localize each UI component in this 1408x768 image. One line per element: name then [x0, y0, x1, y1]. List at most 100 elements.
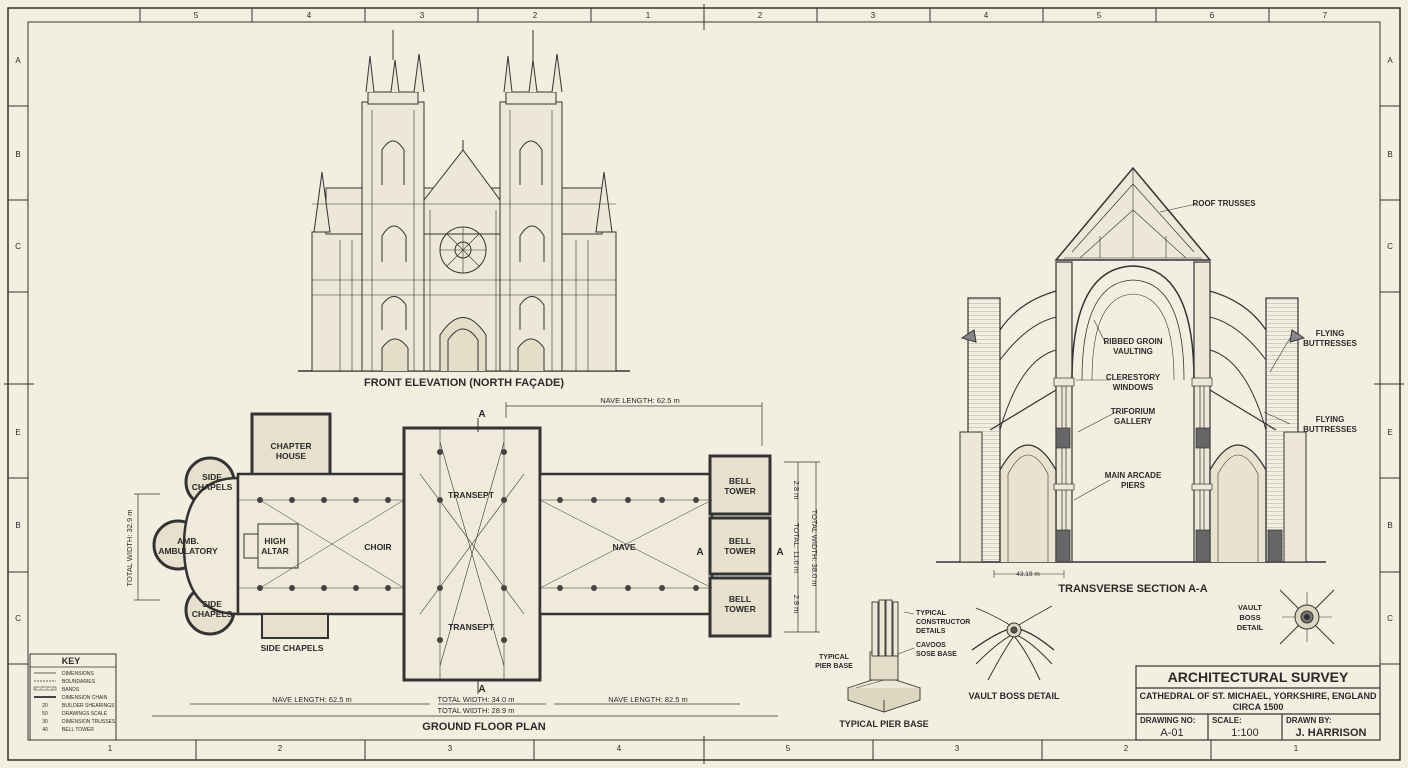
plan-labels: CHAPTER HOUSE SIDE CHAPELS AMB. AMBULATO…: [158, 409, 783, 695]
grid-right-7: C: [1387, 614, 1393, 623]
boss-label-3: DETAIL: [1237, 623, 1264, 632]
label-arcade-2: PIERS: [1121, 481, 1146, 490]
dim-total-width-2: TOTAL WIDTH: 28.9 m: [438, 706, 515, 715]
outer-border: [7, 7, 1401, 761]
drawing-no-value: A-01: [1160, 727, 1183, 739]
connector-label-3: DETAILS: [916, 628, 946, 635]
key-item-6: DRAWINGS SCALE: [62, 711, 108, 717]
section-marker-top: A: [478, 409, 485, 420]
key-item-1: DIMENSIONS: [62, 671, 94, 677]
grid-top-5: 1: [646, 11, 651, 20]
grid-left-1: A: [15, 56, 21, 65]
grid-top-10: 6: [1210, 11, 1215, 20]
nave-label: NAVE: [613, 542, 636, 552]
scale-label: SCALE:: [1212, 716, 1242, 725]
grid-right-2: B: [1387, 150, 1392, 159]
grid-top-7: 3: [871, 11, 876, 20]
label-ribbed-1: RIBBED GROIN: [1103, 337, 1162, 346]
front-elevation: [298, 30, 630, 372]
grid-bottom-6: 3: [955, 744, 960, 753]
grid-right-1: A: [1387, 56, 1393, 65]
chapter-house-label-2: HOUSE: [276, 451, 307, 461]
key-sym-6: 50: [42, 711, 48, 717]
dim-nave-bottom-left: NAVE LENGTH: 62.5 m: [272, 695, 351, 704]
grid-right-3: C: [1387, 242, 1393, 251]
grid-bottom-4: 4: [617, 744, 622, 753]
grid-top-1: 5: [194, 11, 199, 20]
bell-tower-3-label-1: BELL: [729, 594, 751, 604]
boss-label-1: VAULT: [1238, 603, 1262, 612]
key-item-8: BELL TOWER: [62, 727, 94, 733]
dim-nave-top: NAVE LENGTH: 62.5 m: [600, 396, 679, 405]
grid-left-3: C: [15, 242, 21, 251]
title-subtitle: CATHEDRAL OF ST. MICHAEL, YORKSHIRE, ENG…: [1139, 691, 1377, 701]
key-sym-7: 30: [42, 719, 48, 725]
key-sym-8: 40: [42, 727, 48, 733]
grid-bottom-1: 1: [108, 744, 113, 753]
label-triforium-1: TRIFORIUM: [1111, 407, 1156, 416]
dim-total-width-1: TOTAL WIDTH: 34.0 m: [438, 695, 515, 704]
grid-right-6: B: [1387, 521, 1392, 530]
key-item-5: BUILDER SHEARINGS: [62, 703, 115, 709]
title-block: [1135, 665, 1381, 741]
transept-n-label: TRANSEPT: [448, 490, 495, 500]
key-item-4: DIMENSION CHAIN: [62, 695, 108, 701]
pier-base-detail: [846, 599, 922, 713]
pier-labels: TYPICAL PIER BASE TYPICAL CONSTRUCTOR DE…: [815, 610, 970, 670]
label-flying-2b: BUTTRESSES: [1303, 425, 1357, 434]
vault-boss-detail: [971, 605, 1055, 681]
section-caption: TRANSVERSE SECTION A-A: [1058, 583, 1207, 595]
boss-label-2: BOSS: [1239, 613, 1260, 622]
pier-label-2: PIER BASE: [815, 663, 853, 670]
elevation-caption: FRONT ELEVATION (NORTH FAÇADE): [364, 377, 564, 389]
key-legend: KEY DIMENSIONS BOUNDARIES BANDS DIMENSIO…: [29, 653, 117, 741]
section-marker-bottom: A: [478, 684, 485, 695]
high-altar-label-1: HIGH: [264, 536, 285, 546]
grid-bottom-8: 1: [1294, 744, 1299, 753]
grid-right-5: E: [1387, 428, 1392, 437]
plan-piers: [257, 449, 699, 643]
bell-tower-2-label-2: TOWER: [724, 546, 755, 556]
boss-star-detail: [1279, 589, 1335, 645]
label-arcade-1: MAIN ARCADE: [1105, 471, 1162, 480]
choir-label: CHOIR: [364, 542, 391, 552]
key-sym-5: 20: [42, 703, 48, 709]
label-flying-1a: FLYING: [1316, 329, 1345, 338]
cavo-label-2: SOSE BASE: [916, 651, 957, 658]
section-labels: ROOF TRUSSES RIBBED GROIN VAULTING CLERE…: [1016, 199, 1357, 578]
label-triforium-2: GALLERY: [1114, 417, 1153, 426]
grid-left-6: B: [15, 521, 20, 530]
title-date: CIRCA 1500: [1233, 702, 1284, 712]
grid-top-3: 3: [420, 11, 425, 20]
bell-tower-2-label-1: BELL: [729, 536, 751, 546]
drawing-no-label: DRAWING NO:: [1140, 716, 1196, 725]
cavo-label-1: CAVOOS: [916, 642, 946, 649]
boss-label: VAULT BOSS DETAIL: [1237, 603, 1264, 632]
grid-left-2: B: [15, 150, 20, 159]
title-main: ARCHITECTURAL SURVEY: [1168, 669, 1349, 685]
side-chapels-n-label-2: CHAPELS: [192, 482, 233, 492]
section-dim: 43.19 m: [1016, 571, 1040, 578]
ambulatory-label-2: AMBULATORY: [158, 546, 218, 556]
ambulatory-label-1: AMB.: [177, 536, 199, 546]
label-clerestory-1: CLERESTORY: [1106, 373, 1161, 382]
label-ribbed-2: VAULTING: [1113, 347, 1153, 356]
bell-tower-1-label-2: TOWER: [724, 486, 755, 496]
bell-tower-1-label-1: BELL: [729, 476, 751, 486]
vault-caption: VAULT BOSS DETAIL: [969, 691, 1061, 701]
label-roof-trusses: ROOF TRUSSES: [1192, 199, 1256, 208]
pier-caption: TYPICAL PIER BASE: [839, 719, 928, 729]
ground-floor-plan: [134, 402, 820, 717]
grid-top-4: 2: [533, 11, 538, 20]
grid-top-11: 7: [1323, 11, 1328, 20]
side-chapels-s-label-1: SIDE: [202, 599, 222, 609]
dim-nave-bottom-right: NAVE LENGTH: 82.5 m: [608, 695, 687, 704]
grid-left-5: E: [15, 428, 20, 437]
label-clerestory-2: WINDOWS: [1113, 383, 1154, 392]
grid-top-2: 4: [307, 11, 312, 20]
grid-bottom-2: 2: [278, 744, 283, 753]
grid-bottom-3: 3: [448, 744, 453, 753]
grid-top-9: 5: [1097, 11, 1102, 20]
transverse-section: [936, 166, 1326, 578]
